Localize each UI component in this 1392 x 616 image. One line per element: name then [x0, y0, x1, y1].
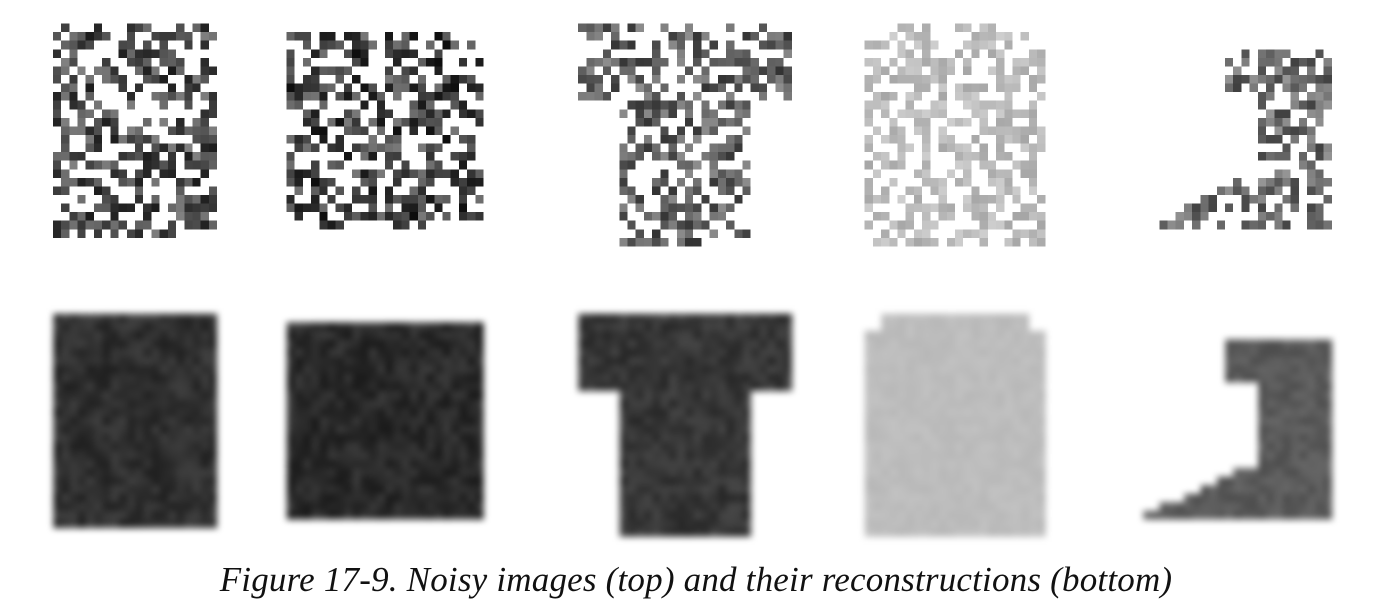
reconstruction-image-2 [270, 305, 500, 545]
noisy-image-2 [270, 15, 500, 255]
noisy-image-4 [840, 15, 1070, 255]
reconstruction-image-5 [1110, 305, 1340, 545]
figure-caption: Figure 17-9. Noisy images (top) and thei… [219, 560, 1173, 599]
noisy-image-5 [1110, 15, 1340, 255]
reconstruction-image-1 [20, 305, 250, 545]
noisy-image-3 [570, 15, 800, 255]
reconstruction-image-3 [570, 305, 800, 545]
noisy-image-1 [20, 15, 250, 255]
reconstruction-image-4 [840, 305, 1070, 545]
